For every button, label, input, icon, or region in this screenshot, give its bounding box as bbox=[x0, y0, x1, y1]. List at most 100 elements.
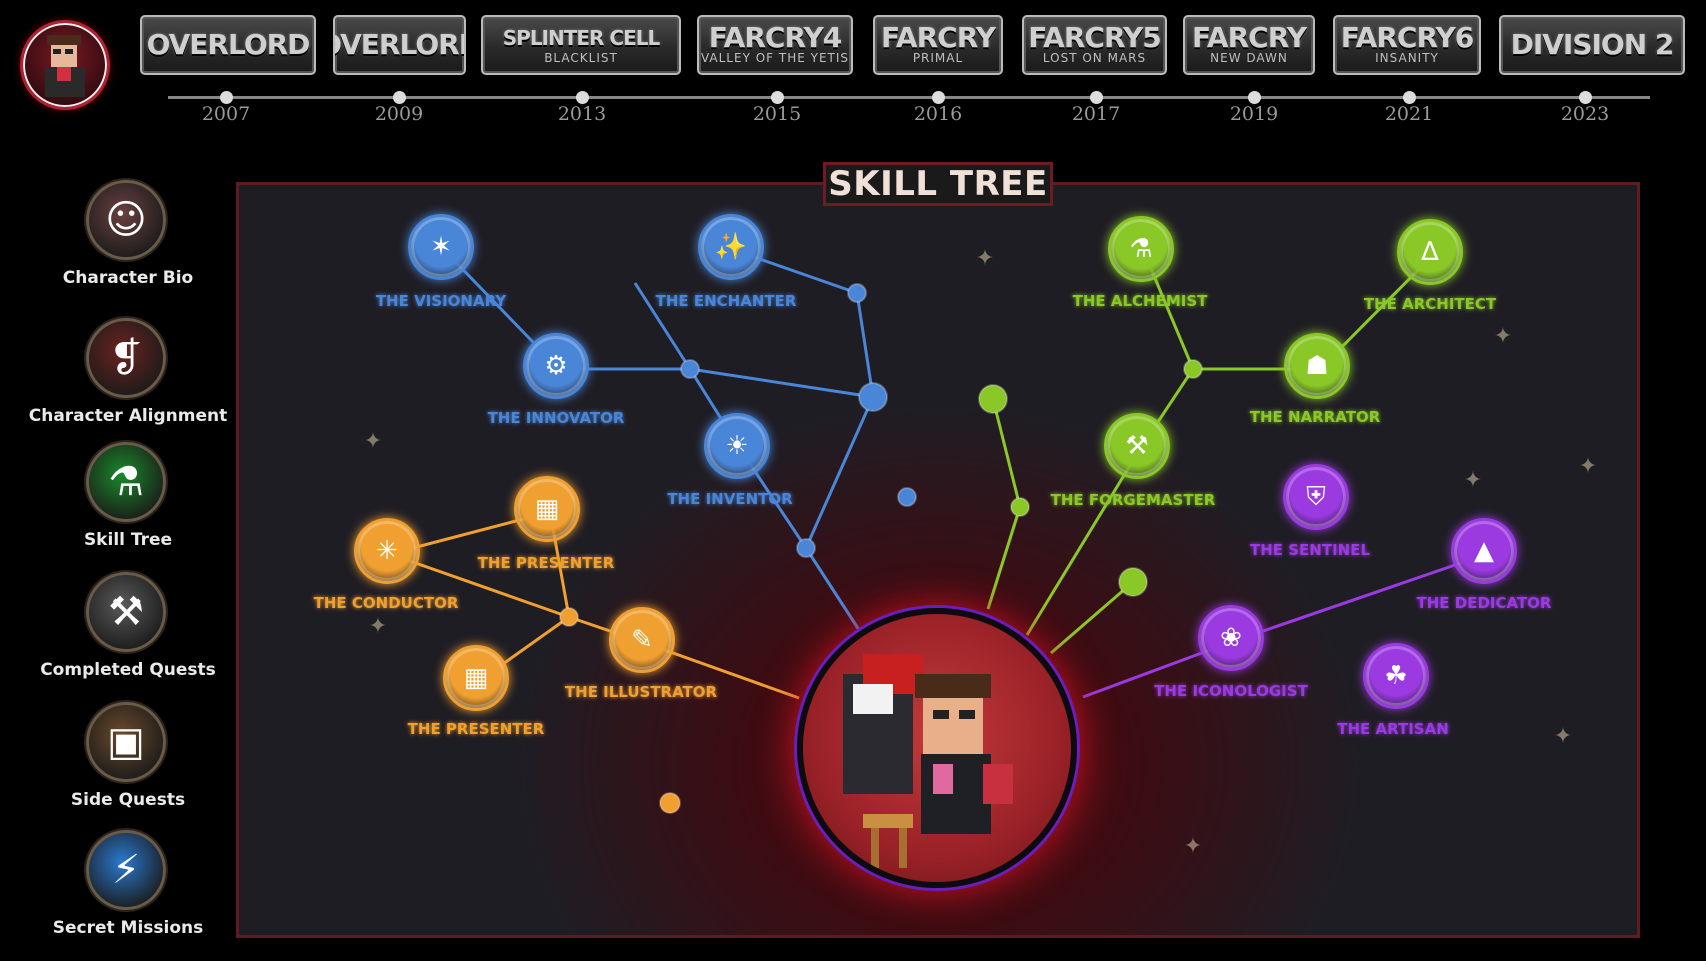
connection-line bbox=[389, 552, 570, 619]
easel-icon: ▦ bbox=[534, 494, 560, 524]
junction-dot bbox=[796, 538, 816, 558]
timeline-dot bbox=[1579, 91, 1592, 104]
game-subtitle: PRIMAL bbox=[912, 51, 964, 65]
skill-node-the-artisan[interactable]: ☘ bbox=[1363, 643, 1429, 709]
menu-item-skill-tree[interactable]: ⚗Skill Tree bbox=[18, 442, 238, 566]
game-title: OVERLORD bbox=[146, 28, 311, 61]
lightbulb-icon: ☀ bbox=[725, 431, 749, 461]
skill-node-label: THE PRESENTER bbox=[477, 554, 615, 572]
connection-line bbox=[633, 282, 692, 370]
shield-icon: ⛨ bbox=[1306, 481, 1326, 512]
connection-line bbox=[1233, 552, 1488, 643]
game-subtitle: LOST ON MARS bbox=[1042, 51, 1147, 65]
sparkle-star: ✦ bbox=[1579, 454, 1597, 479]
timeline-line bbox=[168, 96, 1650, 99]
game-card-2009[interactable]: OVERLORD bbox=[333, 15, 466, 75]
game-title: DIVISION 2 bbox=[1510, 28, 1675, 61]
hammer-icon: ⚒ bbox=[86, 572, 166, 652]
menu-item-character-bio[interactable]: ☺Character Bio bbox=[18, 180, 238, 304]
skill-node-the-forgemaster[interactable]: ⚒ bbox=[1104, 413, 1170, 479]
timeline-year: 2019 bbox=[1229, 103, 1279, 125]
skill-node-the-enchanter[interactable]: ✨ bbox=[698, 214, 764, 280]
timeline-year: 2009 bbox=[374, 103, 424, 125]
skill-node-label: THE ICONOLOGIST bbox=[1154, 682, 1308, 700]
skill-node-label: THE ILLUSTRATOR bbox=[564, 683, 718, 701]
menu-item-side-quests[interactable]: ▣ Side Quests bbox=[18, 702, 238, 826]
easel-icon: ▦ bbox=[463, 663, 489, 693]
skill-node-the-visionary[interactable]: ✶ bbox=[408, 214, 474, 280]
skill-node-the-dedicator[interactable]: ▲ bbox=[1451, 518, 1517, 584]
sparkle-star: ✦ bbox=[1554, 724, 1572, 749]
timeline-dot bbox=[932, 91, 945, 104]
connection-line bbox=[1050, 580, 1134, 655]
menu-item-secret-missions[interactable]: ⚡Secret Missions bbox=[18, 830, 238, 954]
skill-node-the-narrator[interactable]: ☗ bbox=[1284, 333, 1350, 399]
game-title: FARCRY4 bbox=[708, 21, 842, 54]
skill-node-the-conductor[interactable]: ✳ bbox=[354, 518, 420, 584]
game-title: OVERLORD bbox=[335, 28, 464, 61]
junction-dot bbox=[659, 792, 681, 814]
sparkle-star: ✦ bbox=[976, 246, 994, 271]
skill-node-the-alchemist[interactable]: ⚗ bbox=[1108, 216, 1174, 282]
skill-node-label: THE SENTINEL bbox=[1249, 541, 1371, 559]
skill-node-label: THE ALCHEMIST bbox=[1072, 292, 1208, 310]
skill-node-label: THE DEDICATOR bbox=[1416, 594, 1552, 612]
timeline-year: 2015 bbox=[752, 103, 802, 125]
game-card-2023[interactable]: DIVISION 2 bbox=[1499, 15, 1685, 75]
connection-line bbox=[804, 547, 863, 634]
skill-tree-title-box: SKILL TREE bbox=[823, 162, 1053, 206]
flask-icon: ⚗ bbox=[1129, 234, 1153, 264]
hero-character-portrait[interactable] bbox=[797, 608, 1077, 888]
potion-icon: ⚗ bbox=[86, 442, 166, 522]
connection-line bbox=[1025, 448, 1142, 636]
timeline-year: 2023 bbox=[1560, 103, 1610, 125]
skill-node-label: THE ARCHITECT bbox=[1363, 295, 1497, 313]
skill-node-label: THE PRESENTER bbox=[407, 720, 545, 738]
skill-node-the-iconologist[interactable]: ❀ bbox=[1198, 605, 1264, 671]
junction-dot bbox=[1183, 359, 1203, 379]
skill-node-the-inventor[interactable]: ☀ bbox=[704, 413, 770, 479]
junction-dot bbox=[1010, 497, 1030, 517]
skill-node-label: THE NARRATOR bbox=[1249, 408, 1381, 426]
sparkle-star: ✦ bbox=[369, 614, 387, 639]
menu-item-completed-quests[interactable]: ⚒ Completed Quests bbox=[18, 572, 238, 696]
timeline-dot bbox=[1090, 91, 1103, 104]
open-book-icon: ☗ bbox=[1305, 351, 1329, 381]
timeline-year: 2017 bbox=[1071, 103, 1121, 125]
connection-line bbox=[804, 396, 875, 549]
menu-label: Completed Quests bbox=[40, 660, 216, 680]
skill-node-the-architect[interactable]: ∆ bbox=[1397, 219, 1463, 285]
skill-node-the-sentinel[interactable]: ⛨ bbox=[1283, 464, 1349, 530]
game-subtitle: NEW DAWN bbox=[1210, 51, 1288, 65]
junction-dot bbox=[1118, 567, 1148, 597]
telescope-icon: ✶ bbox=[430, 232, 452, 262]
junction-dot bbox=[897, 487, 917, 507]
game-title: FARCRY6 bbox=[1340, 21, 1474, 54]
menu-item-character-alignment[interactable]: ❡Character Alignment bbox=[18, 318, 238, 442]
chest-icon: ▣ bbox=[86, 702, 166, 782]
skill-node-the-presenter[interactable]: ▦ bbox=[514, 476, 580, 542]
game-title: SPLINTER CELL bbox=[502, 26, 660, 50]
game-card-2007[interactable]: OVERLORD bbox=[140, 15, 316, 75]
sparkle-star: ✦ bbox=[1184, 834, 1202, 859]
skill-node-the-innovator[interactable]: ⚙ bbox=[523, 333, 589, 399]
pixel-character-icon bbox=[45, 35, 85, 97]
skill-node-label: THE FORGEMASTER bbox=[1050, 491, 1216, 509]
game-title: FARCRY bbox=[1192, 21, 1307, 54]
profile-avatar[interactable] bbox=[20, 20, 110, 110]
game-subtitle: BLACKLIST bbox=[544, 51, 618, 65]
menu-label: Side Quests bbox=[70, 790, 186, 810]
book-icon: ❡ bbox=[86, 318, 166, 398]
junction-dot bbox=[978, 384, 1008, 414]
connection-line bbox=[855, 292, 875, 398]
network-icon: ✳ bbox=[376, 536, 398, 566]
skill-node-the-presenter[interactable]: ▦ bbox=[443, 645, 509, 711]
sparkle-star: ✦ bbox=[1464, 468, 1482, 493]
skill-node-the-illustrator[interactable]: ✎ bbox=[609, 607, 675, 673]
